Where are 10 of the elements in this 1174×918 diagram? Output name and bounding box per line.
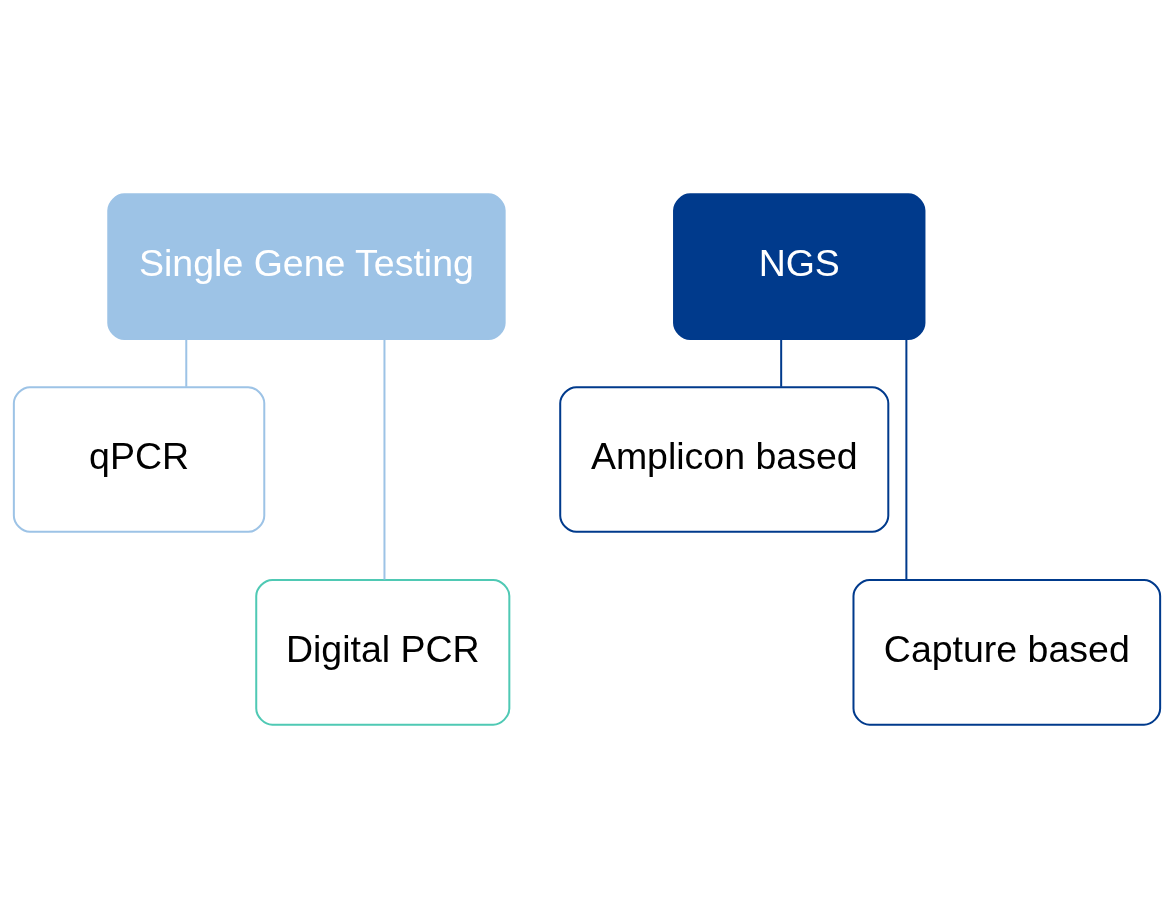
connector <box>383 338 386 579</box>
node-box: Single Gene Testing <box>107 192 506 340</box>
node-box: Digital PCR <box>255 578 511 726</box>
connector <box>780 338 783 387</box>
node-box: qPCR <box>12 385 266 533</box>
node-box: Amplicon based <box>559 385 890 533</box>
connector <box>905 338 908 579</box>
node-box: NGS <box>673 192 926 340</box>
connector <box>185 338 188 387</box>
node-box: Capture based <box>852 578 1162 726</box>
